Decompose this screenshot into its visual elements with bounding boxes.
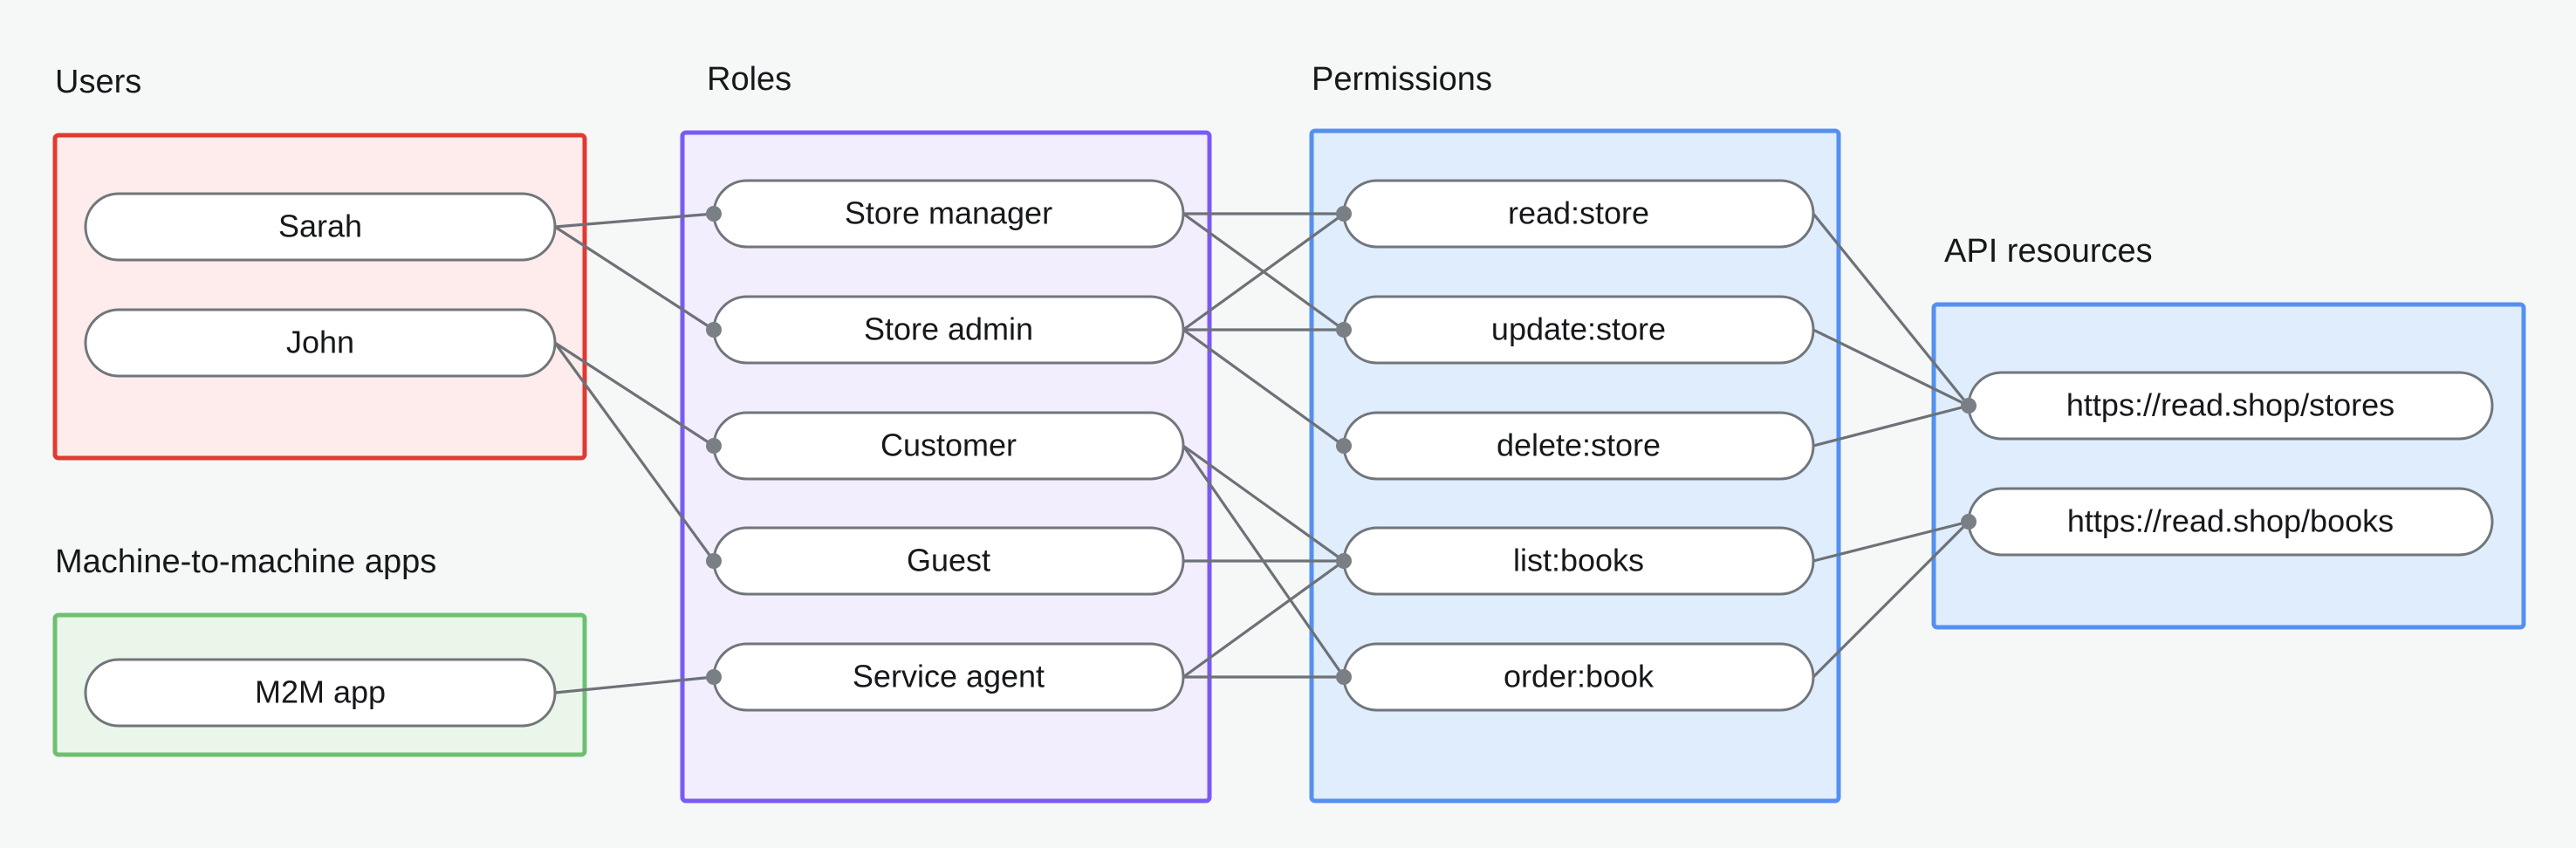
group-label-users: Users bbox=[55, 64, 141, 100]
edge-endpoint-dot-guest bbox=[706, 553, 722, 569]
edge-endpoint-dot-delete_store bbox=[1336, 438, 1352, 454]
edge-endpoint-dot-read_store bbox=[1336, 206, 1352, 222]
node-label-update_store: update:store bbox=[1491, 311, 1666, 347]
node-label-store_manager: Store manager bbox=[845, 195, 1052, 231]
edge-endpoint-dot-order_book bbox=[1336, 669, 1352, 685]
edge-store_admin-to-delete_store bbox=[1182, 328, 1346, 448]
edge-delete_store-to-res_stores bbox=[1812, 404, 1970, 448]
node-m2mapp[interactable] bbox=[84, 658, 557, 728]
edge-john-to-guest bbox=[553, 341, 716, 563]
node-label-store_admin: Store admin bbox=[864, 311, 1033, 347]
edges-layer bbox=[553, 212, 1970, 694]
group-label-roles: Roles bbox=[707, 61, 791, 98]
edge-endpoint-dot-list_books bbox=[1336, 553, 1352, 569]
group-label-m2m: Machine-to-machine apps bbox=[55, 544, 436, 580]
node-label-res_stores: https://read.shop/stores bbox=[2066, 387, 2394, 423]
edge-order_book-to-res_books bbox=[1812, 520, 1970, 679]
edge-sarah-to-store_admin bbox=[553, 225, 716, 332]
node-label-sarah: Sarah bbox=[278, 209, 362, 244]
node-sarah[interactable] bbox=[84, 192, 557, 262]
edge-endpoint-dot-store_admin bbox=[706, 322, 722, 338]
node-label-customer: Customer bbox=[880, 427, 1017, 463]
group-container-api_resources bbox=[1931, 302, 2526, 630]
edge-endpoint-dot-customer bbox=[706, 438, 722, 454]
edge-store_admin-to-read_store bbox=[1182, 212, 1346, 332]
edge-update_store-to-res_stores bbox=[1812, 328, 1970, 407]
edge-endpoint-dot-service_agent bbox=[706, 669, 722, 685]
group-label-permissions: Permissions bbox=[1312, 61, 1492, 98]
node-john[interactable] bbox=[84, 308, 557, 378]
node-label-guest: Guest bbox=[907, 543, 990, 578]
node-label-list_books: list:books bbox=[1513, 543, 1644, 578]
edge-list_books-to-res_books bbox=[1812, 520, 1970, 563]
edge-service_agent-to-list_books bbox=[1182, 559, 1346, 679]
edge-m2mapp-to-service_agent bbox=[553, 675, 716, 694]
edge-endpoint-dot-res_books bbox=[1961, 514, 1977, 530]
node-label-order_book: order:book bbox=[1504, 659, 1655, 694]
edge-john-to-customer bbox=[553, 341, 716, 448]
group-container-users bbox=[52, 133, 587, 461]
edge-endpoint-dot-update_store bbox=[1336, 322, 1352, 338]
node-label-m2mapp: M2M app bbox=[255, 674, 386, 710]
node-label-service_agent: Service agent bbox=[853, 659, 1045, 694]
node-label-john: John bbox=[286, 325, 354, 360]
group-label-api_resources: API resources bbox=[1944, 233, 2153, 270]
edge-endpoint-dot-store_manager bbox=[706, 206, 722, 222]
edge-customer-to-list_books bbox=[1182, 444, 1346, 563]
edge-sarah-to-store_manager bbox=[553, 212, 716, 229]
node-label-res_books: https://read.shop/books bbox=[2067, 503, 2394, 539]
edge-read_store-to-res_stores bbox=[1812, 212, 1970, 407]
node-label-read_store: read:store bbox=[1508, 195, 1649, 231]
endpoint-dots-layer bbox=[706, 206, 1977, 685]
node-label-delete_store: delete:store bbox=[1497, 427, 1661, 463]
edge-endpoint-dot-res_stores bbox=[1961, 398, 1977, 414]
